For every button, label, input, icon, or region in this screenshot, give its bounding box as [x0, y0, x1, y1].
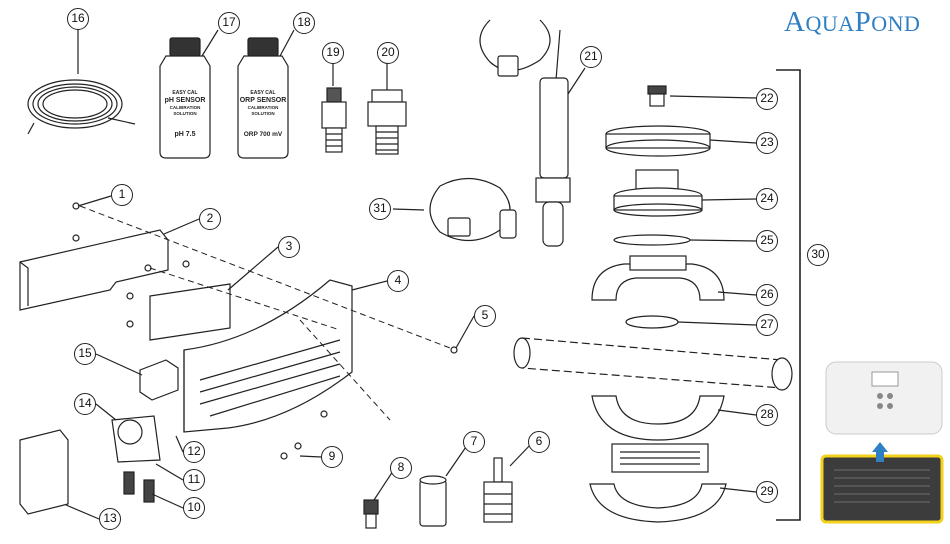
fitting-part-19 — [321, 87, 347, 153]
callout-22: 22 — [756, 88, 778, 110]
callout-leader-lines — [65, 28, 757, 520]
sleeve-part-7 — [419, 475, 447, 527]
callout-26: 26 — [756, 284, 778, 306]
callout-24: 24 — [756, 188, 778, 210]
callout-5: 5 — [474, 305, 496, 327]
callout-29: 29 — [756, 481, 778, 503]
ph-label-line4: SOLUTION — [173, 111, 196, 116]
assembly-guide-lines — [79, 205, 451, 421]
orp-label-line3: CALIBRATION — [248, 105, 279, 110]
callout-4: 4 — [387, 270, 409, 292]
callout-15: 15 — [74, 343, 96, 365]
aquapond-logo: AQUAPOND — [784, 6, 920, 39]
callout-11: 11 — [183, 469, 205, 491]
ph-label-line1: EASY CAL — [172, 90, 197, 96]
logo-qua: QUA — [805, 11, 855, 36]
callout-18: 18 — [293, 12, 315, 34]
relay-block-part-15 — [139, 359, 179, 401]
tube-fittings-part-10-11 — [123, 471, 155, 503]
callout-16: 16 — [67, 8, 89, 30]
lower-clamp-part-28 — [591, 395, 725, 441]
upper-clamp-part-26 — [591, 255, 725, 301]
callout-2: 2 — [199, 208, 221, 230]
saddle-base-part-29 — [589, 443, 727, 523]
probe-holder-part-6 — [483, 457, 513, 523]
callout-31: 31 — [369, 198, 391, 220]
callout-27: 27 — [756, 314, 778, 336]
device-preview — [820, 361, 944, 524]
callout-19: 19 — [322, 42, 344, 64]
callout-3: 3 — [278, 236, 300, 258]
fitting-part-8 — [363, 499, 379, 529]
orp-label-line2: ORP SENSOR — [240, 97, 287, 104]
pipe-section — [513, 337, 793, 391]
callout-6: 6 — [528, 431, 550, 453]
orp-label-value: ORP 700 mV — [244, 131, 283, 138]
screws — [72, 202, 458, 460]
callout-25: 25 — [756, 230, 778, 252]
callout-21: 21 — [580, 46, 602, 68]
gasket-part-27 — [625, 315, 679, 329]
callout-9: 9 — [321, 446, 343, 468]
cable-coil-part-16 — [27, 79, 136, 135]
pump-cover-part-13 — [19, 429, 69, 515]
callout-28: 28 — [756, 404, 778, 426]
o-ring-part-25 — [613, 234, 691, 246]
orp-label-line1: EASY CAL — [250, 90, 275, 96]
orp-bottle-label: EASY CAL ORP SENSOR CALIBRATION SOLUTION… — [240, 90, 287, 138]
ph-calibration-bottle-part-17 — [159, 37, 211, 159]
sensor-housing-part-24 — [613, 169, 703, 217]
logo-ond: OND — [871, 11, 921, 36]
callout-23: 23 — [756, 132, 778, 154]
ph-bottle-label: EASY CAL pH SENSOR CALIBRATION SOLUTION … — [165, 90, 206, 138]
ph-label-value: pH 7.5 — [174, 131, 195, 138]
callout-13: 13 — [99, 508, 121, 530]
logo-a: A — [784, 6, 806, 38]
orp-label-line4: SOLUTION — [251, 111, 274, 116]
callout-17: 17 — [218, 12, 240, 34]
callout-14: 14 — [74, 393, 96, 415]
callout-20: 20 — [377, 42, 399, 64]
callout-7: 7 — [463, 431, 485, 453]
fitting-part-20 — [367, 89, 407, 155]
group-bracket-30 — [776, 69, 801, 521]
callout-12: 12 — [183, 441, 205, 463]
controller-housing-part-4 — [183, 279, 353, 433]
logo-p: P — [854, 6, 872, 38]
callout-30: 30 — [807, 244, 829, 266]
orp-calibration-bottle-part-18 — [237, 37, 289, 159]
mounting-plate-part-3 — [149, 283, 231, 341]
ph-label-line3: CALIBRATION — [170, 105, 201, 110]
callout-1: 1 — [111, 184, 133, 206]
callout-10: 10 — [183, 497, 205, 519]
vent-plug-part-22 — [647, 85, 667, 107]
up-arrow-icon — [872, 442, 888, 462]
cable-probe-part-31 — [429, 177, 517, 242]
wall-bracket-part-2 — [19, 229, 169, 311]
ph-label-line2: pH SENSOR — [165, 97, 206, 104]
callout-8: 8 — [390, 457, 412, 479]
probe-part-21 — [479, 19, 571, 247]
union-nut-part-23 — [605, 125, 711, 157]
peristaltic-pump-part-14 — [111, 415, 161, 463]
